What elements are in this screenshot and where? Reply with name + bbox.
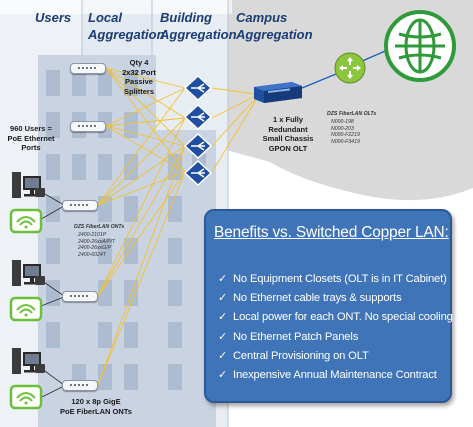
benefit-item: ✓ No Ethernet cable trays & supports (218, 289, 453, 308)
desktop-computer-icon (12, 260, 41, 286)
benefit-text: Local power for each ONT. No special coo… (233, 311, 453, 324)
benefits-panel: Benefits vs. Switched Copper LAN: ✓ No Eq… (204, 209, 453, 403)
check-icon: ✓ (218, 292, 228, 305)
olt-chassis (252, 80, 304, 104)
wifi-access-point-icon (9, 384, 43, 410)
check-icon: ✓ (218, 369, 228, 382)
benefit-text: Central Provisioning on OLT (233, 349, 369, 362)
ont-model-item: 2400-6024T (78, 251, 106, 258)
user-device-group (8, 170, 48, 236)
olt-model-item: N000-F2219 (331, 132, 360, 139)
ont-device (70, 63, 106, 74)
splitter-icon (183, 103, 213, 131)
olt-model-item: N000-198 (331, 119, 354, 126)
benefit-text: No Ethernet Patch Panels (233, 330, 359, 343)
check-icon: ✓ (218, 311, 228, 324)
splitter-icon (183, 159, 213, 187)
desk-phone-icon (35, 188, 45, 197)
ont-device (62, 200, 98, 211)
benefit-item: ✓ Inexpensive Annual Maintenance Contract (218, 366, 453, 385)
check-icon: ✓ (218, 330, 228, 343)
ont-device (70, 121, 106, 132)
olt-models-title: DZS FiberLAN OLTs (327, 111, 377, 117)
olt-model-item: N000-F3419 (331, 138, 360, 145)
user-device-group (8, 258, 48, 324)
desk-phone-icon (35, 364, 45, 373)
column-header-users: Users (35, 10, 72, 25)
globe-icon (384, 10, 456, 82)
splitter-icon (183, 132, 213, 160)
olt-uplink (301, 73, 337, 89)
onts-count-label: 120 x 8p GigE PoE FiberLAN ONTs (60, 397, 132, 416)
benefit-text: No Ethernet cable trays & supports (233, 292, 402, 305)
olt-label: 1 x Fully Redundant Small Chassis GPON O… (262, 115, 314, 153)
ont-model-item: 2400-26xxG/P (78, 245, 112, 252)
splitters-label: Qty 4 2x32 Port Passive Splitters (122, 58, 156, 96)
benefits-list: ✓ No Equipment Closets (OLT is in IT Cabi… (218, 270, 453, 385)
benefit-item: ✓ No Equipment Closets (OLT is in IT Cabi… (218, 270, 453, 289)
ont-device (62, 380, 98, 391)
desktop-computer-icon (12, 172, 41, 198)
wifi-access-point-icon (9, 208, 43, 234)
olt-model-item: N000-203 (331, 125, 354, 132)
olt-models: DZS FiberLAN OLTs N000-198 N000-203 N000… (327, 111, 397, 145)
ont-model-item: 2400-2101P (78, 232, 107, 239)
ont-models-title: DZS FiberLAN ONTs (74, 224, 125, 230)
benefit-text: No Equipment Closets (OLT is in IT Cabin… (233, 273, 447, 285)
benefit-item: ✓ Central Provisioning on OLT (218, 347, 453, 366)
router-icon (334, 52, 366, 84)
benefit-item: ✓ No Ethernet Patch Panels (218, 328, 453, 347)
users-ports-label: 960 Users = PoE Ethernet Ports (7, 124, 55, 152)
fiber-links (97, 67, 257, 386)
column-header-building-aggregation: Building Aggregation (160, 10, 237, 42)
benefit-item: ✓ Local power for each ONT. No special co… (218, 308, 453, 327)
column-header-local-aggregation: Local Aggregation (88, 10, 165, 42)
benefit-text: Inexpensive Annual Maintenance Contract (233, 369, 437, 382)
desk-phone-icon (35, 276, 45, 285)
benefits-title: Benefits vs. Switched Copper LAN: (214, 224, 449, 241)
column-header-strip (0, 0, 232, 14)
ont-model-item: 2400-26xxA/P/T (78, 238, 116, 245)
ont-models: DZS FiberLAN ONTs 2400-2101P 2400-26xxA/… (74, 224, 144, 258)
wifi-access-point-icon (9, 296, 43, 322)
splitter-icon (183, 74, 213, 102)
desktop-computer-icon (12, 348, 41, 374)
ont-device (62, 291, 98, 302)
check-icon: ✓ (218, 273, 228, 285)
user-device-group (8, 346, 48, 412)
column-header-campus-aggregation: Campus Aggregation (236, 10, 313, 42)
check-icon: ✓ (218, 349, 228, 362)
